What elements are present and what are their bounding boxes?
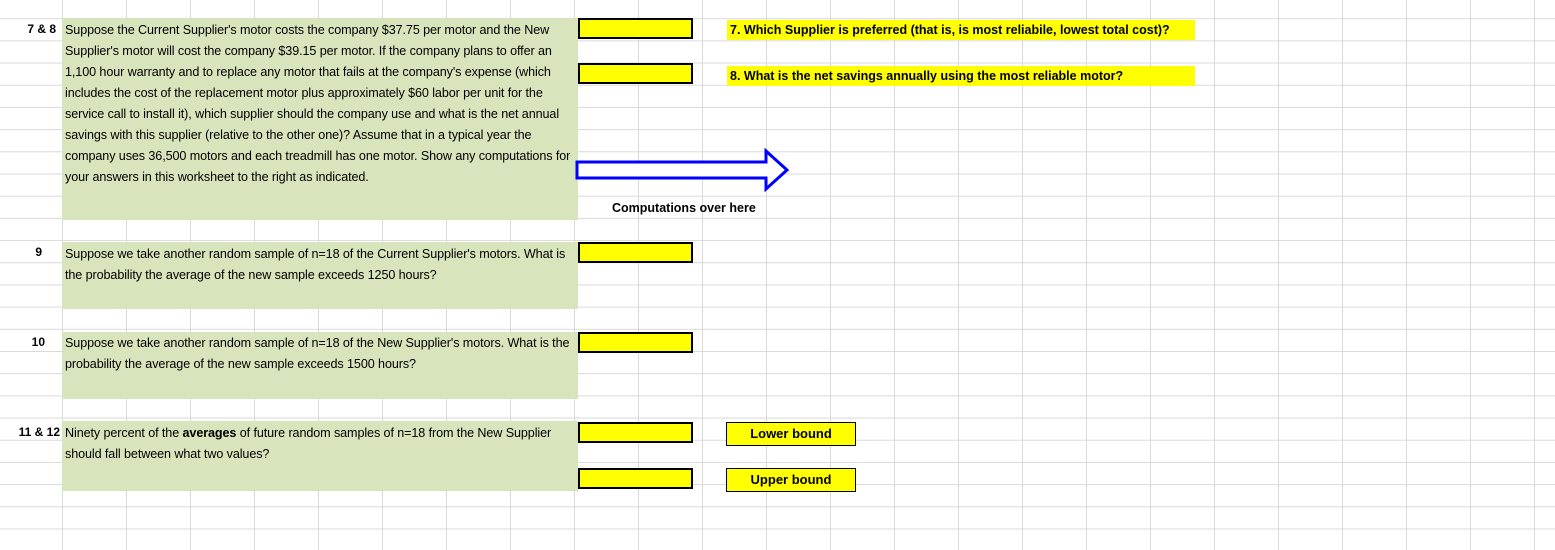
answer-cell-q10[interactable]	[578, 332, 693, 353]
question-11-12-text: Ninety percent of the averages of future…	[65, 423, 577, 465]
q8-label: 8. What is the net savings annually usin…	[727, 66, 1195, 86]
question-7-8-number: 7 & 8	[27, 22, 56, 36]
question-7-8-background	[62, 18, 578, 220]
arrow-right-icon	[575, 148, 790, 192]
question-11-12-number: 11 & 12	[18, 425, 60, 439]
answer-cell-q7[interactable]	[578, 18, 693, 39]
answer-cell-q9[interactable]	[578, 242, 693, 263]
question-9-background	[62, 242, 578, 309]
question-11-12-background	[62, 421, 578, 491]
question-11-12-text-before: Ninety percent of the	[65, 426, 183, 440]
answer-cell-q8[interactable]	[578, 63, 693, 84]
computations-note: Computations over here	[612, 201, 756, 215]
question-9-number: 9	[35, 245, 42, 259]
question-10-text: Suppose we take another random sample of…	[65, 336, 570, 371]
answer-cell-q12[interactable]	[578, 468, 693, 489]
q7-label: 7. Which Supplier is preferred (that is,…	[727, 20, 1195, 40]
lower-bound-label: Lower bound	[726, 422, 856, 446]
question-10-background	[62, 332, 578, 399]
question-11-12-text-after: of future random samples of n=18 from th…	[65, 426, 552, 461]
question-7-8-text: Suppose the Current Supplier's motor cos…	[65, 23, 571, 184]
question-9-text: Suppose we take another random sample of…	[65, 247, 566, 282]
upper-bound-label: Upper bound	[726, 468, 856, 492]
answer-cell-q11[interactable]	[578, 422, 693, 443]
question-11-12-text-bold: averages	[182, 426, 237, 440]
question-10-number: 10	[31, 335, 45, 349]
